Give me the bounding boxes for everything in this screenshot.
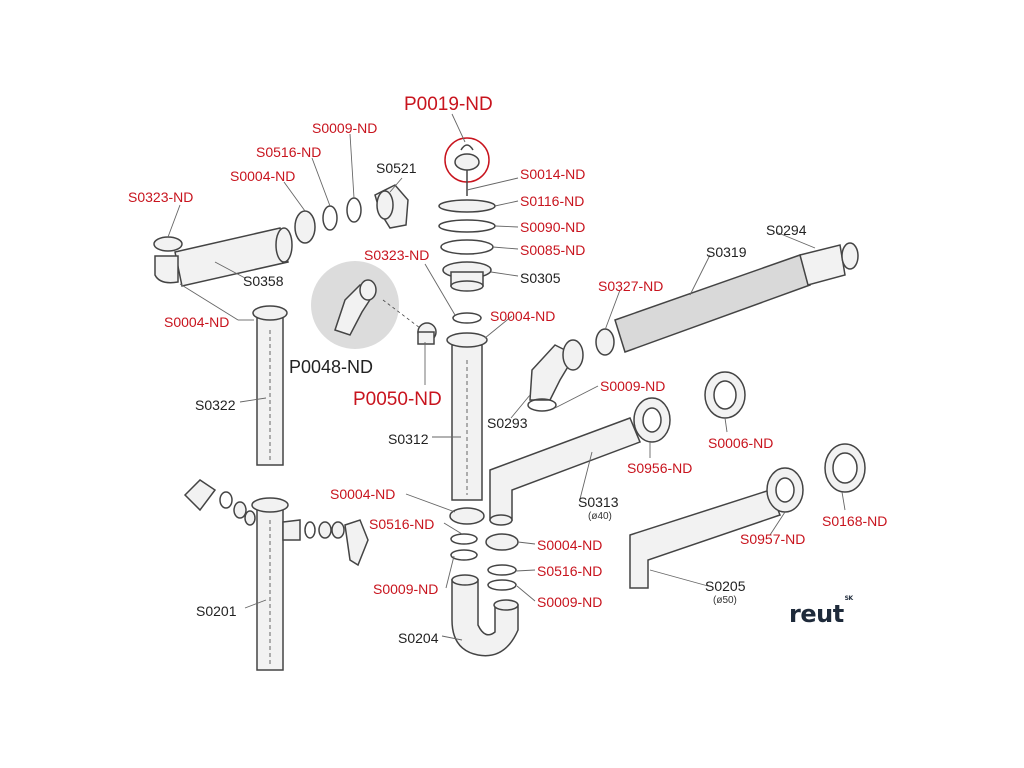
s0305-part (442, 261, 492, 292)
s0313-part (489, 417, 641, 526)
s0201-right-fittings (304, 519, 369, 567)
label-s0009-a: S0009-ND (312, 120, 378, 136)
s0358-part (153, 227, 293, 287)
s0293-part (527, 339, 584, 412)
label-s0293: S0293 (487, 415, 528, 431)
reut-logo: reutSK (789, 595, 853, 628)
label-s0201: S0201 (196, 603, 237, 619)
label-s0319: S0319 (706, 244, 747, 260)
s0009-a-part (346, 197, 362, 223)
s0009-d-part (487, 579, 517, 591)
s0323-b-part (452, 312, 482, 324)
label-s0006: S0006-ND (708, 435, 774, 451)
s0204-part (451, 574, 519, 657)
s0956-part (633, 397, 671, 443)
label-s0004-a: S0004-ND (230, 168, 296, 184)
leader-lines (167, 113, 846, 641)
s0004-a-part (294, 210, 316, 244)
label-p0048: P0048-ND (289, 357, 374, 377)
label-s0205: S0205 (705, 578, 746, 594)
label-s0009-b: S0009-ND (600, 378, 666, 394)
s0090-part (438, 219, 496, 233)
label-p0019: P0019-ND (404, 94, 493, 115)
p0019-plug-part (454, 144, 480, 171)
label-s0004-d: S0004-ND (330, 486, 396, 502)
s0294-part (799, 242, 859, 286)
label-s0358: S0358 (243, 273, 284, 289)
label-s0516-b: S0516-ND (369, 516, 435, 532)
label-s0009-c: S0009-ND (373, 581, 439, 597)
label-s0305: S0305 (520, 270, 561, 286)
p0050-part (417, 322, 437, 345)
s0201-left-fittings (183, 479, 256, 526)
label-s0205-diameter: (ø50) (713, 595, 737, 606)
label-s0004-b: S0004-ND (164, 314, 230, 330)
s0168-part (824, 443, 866, 493)
label-s0004-e: S0004-ND (537, 537, 603, 553)
label-s0516-a: S0516-ND (256, 144, 322, 160)
s0201-part (251, 497, 301, 671)
label-s0014: S0014-ND (520, 166, 586, 182)
s0009-c-part (450, 549, 478, 561)
s0516-a-part (322, 205, 338, 231)
s0004-e-part (485, 533, 519, 551)
label-s0516-c: S0516-ND (537, 563, 603, 579)
s0322-part (252, 305, 288, 466)
logo-text: reut (789, 600, 844, 628)
label-s0085: S0085-ND (520, 242, 586, 258)
s0521-part (374, 184, 409, 229)
s0319-part (614, 254, 811, 353)
s0312-part (446, 332, 488, 501)
label-s0294: S0294 (766, 222, 807, 238)
label-s0322: S0322 (195, 397, 236, 413)
label-s0313-diameter: (ø40) (588, 511, 612, 522)
label-s0168: S0168-ND (822, 513, 888, 529)
label-s0090: S0090-ND (520, 219, 586, 235)
label-s0323-a: S0323-ND (128, 189, 194, 205)
label-s0313: S0313 (578, 494, 619, 510)
s0085-part (440, 239, 494, 255)
label-s0204: S0204 (398, 630, 439, 646)
s0006-part (704, 371, 746, 419)
logo-suffix: SK (844, 595, 853, 602)
s0957-part (766, 467, 804, 513)
label-s0327: S0327-ND (598, 278, 664, 294)
label-s0312: S0312 (388, 431, 429, 447)
label-s0116: S0116-ND (520, 193, 585, 209)
s0116-part (438, 199, 496, 213)
s0516-c-part (487, 564, 517, 576)
label-s0004-c: S0004-ND (490, 308, 556, 324)
s0004-d-part (449, 507, 485, 525)
s0516-b-part (450, 533, 478, 545)
label-p0050: P0050-ND (353, 389, 442, 410)
label-s0521: S0521 (376, 160, 417, 176)
label-s0957: S0957-ND (740, 531, 806, 547)
label-s0956: S0956-ND (627, 460, 693, 476)
p0048-elbow-part (334, 279, 377, 336)
s0327-part (595, 328, 615, 356)
label-s0323-b: S0323-ND (364, 247, 430, 263)
label-s0009-d: S0009-ND (537, 594, 603, 610)
